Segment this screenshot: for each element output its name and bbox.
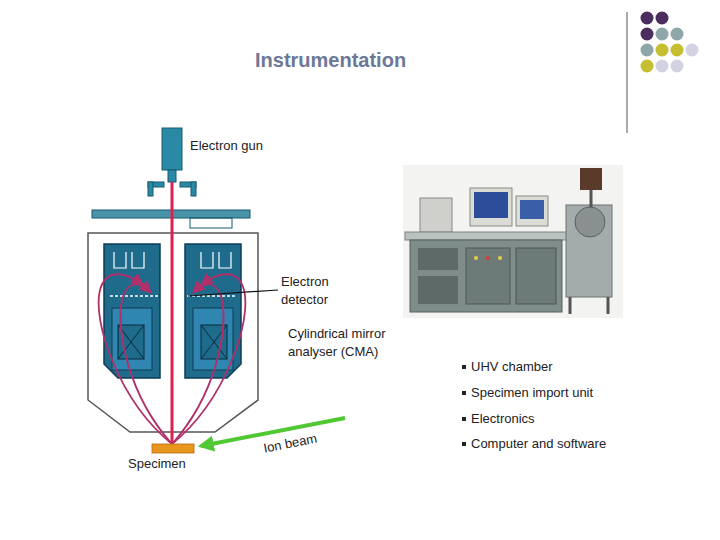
photo-screen (520, 200, 544, 219)
electron-beam (171, 182, 174, 443)
gun-flange (191, 182, 196, 196)
photo-cabinet (420, 198, 452, 232)
label-box: UHV chamber (471, 358, 553, 376)
photo-lamp (498, 256, 502, 260)
part-label: Electron detector (281, 273, 361, 309)
label-box: Specimen import unit (471, 384, 593, 402)
dot (686, 44, 699, 57)
bullet-item: Electronics (471, 410, 535, 428)
photo-monitor (470, 188, 512, 226)
bullet (462, 391, 466, 395)
electron-trajectory (99, 274, 172, 444)
cma-schematic (88, 128, 345, 453)
cylinder-window (193, 308, 233, 370)
photo-panel (418, 248, 458, 270)
bullet-item: UHV chamber (471, 358, 553, 376)
label-box: Electronics (471, 410, 535, 428)
label-box: Cylindrical mirror analyser (CMA) (288, 325, 410, 361)
label-box: Computer and software (471, 435, 606, 453)
photo-pump (580, 168, 602, 190)
electron-gun (162, 128, 182, 170)
photo-lamp (486, 256, 490, 260)
photo-panel (418, 276, 458, 304)
photo-screen (474, 192, 508, 218)
detector-grid (110, 295, 158, 297)
dot (656, 12, 669, 25)
electron-trajectory (172, 284, 223, 444)
dot (656, 28, 669, 41)
photo-panel (516, 248, 556, 304)
electron-trajectory (172, 274, 245, 444)
bullet-marks (462, 365, 466, 446)
photo-desk (405, 232, 567, 240)
bullet (462, 365, 466, 369)
detector-element (201, 252, 231, 268)
part-label: Electron gun (190, 137, 263, 155)
photo-leg (607, 297, 610, 314)
inner-cylinder (104, 244, 160, 378)
photo-column (590, 190, 593, 207)
divider-line (627, 12, 628, 133)
label-box: Electron gun (190, 137, 263, 155)
dot (671, 44, 684, 57)
dot (671, 28, 684, 41)
part-label: Specimen (128, 455, 186, 473)
bullet-item: Specimen import unit (471, 384, 593, 402)
photo-panel (466, 248, 510, 304)
bullet (462, 442, 466, 446)
dot (641, 44, 654, 57)
slide-title: Instrumentation (255, 48, 406, 72)
photo-monitor (516, 196, 548, 226)
decor-dots (627, 12, 699, 134)
cylinder-window (112, 308, 152, 370)
electron-trajectory (121, 284, 172, 444)
photo-machine (566, 205, 612, 297)
part-label: Cylindrical mirror analyser (CMA) (288, 325, 410, 361)
gun-flange (148, 182, 153, 196)
dot (671, 60, 684, 73)
dot (641, 12, 654, 25)
leader-line (188, 290, 278, 296)
dot (656, 44, 669, 57)
photo-lamp (474, 256, 478, 260)
bullet (462, 417, 466, 421)
detector-element (114, 252, 144, 268)
bullet-item: Computer and software (471, 435, 606, 453)
photo-console (410, 240, 562, 312)
title-box: Instrumentation (255, 48, 406, 72)
gun-nozzle (168, 170, 176, 182)
label-box: Electron detector (281, 273, 361, 309)
dot (656, 60, 669, 73)
instrument-photo (403, 165, 623, 318)
label-box: Specimen (128, 455, 186, 473)
dot (641, 60, 654, 73)
photo-ground (403, 165, 623, 318)
dot (641, 28, 654, 41)
photo-leg (569, 297, 572, 314)
photo-chamber (575, 207, 605, 237)
specimen-sample (152, 444, 194, 453)
plate-tab (190, 218, 232, 228)
